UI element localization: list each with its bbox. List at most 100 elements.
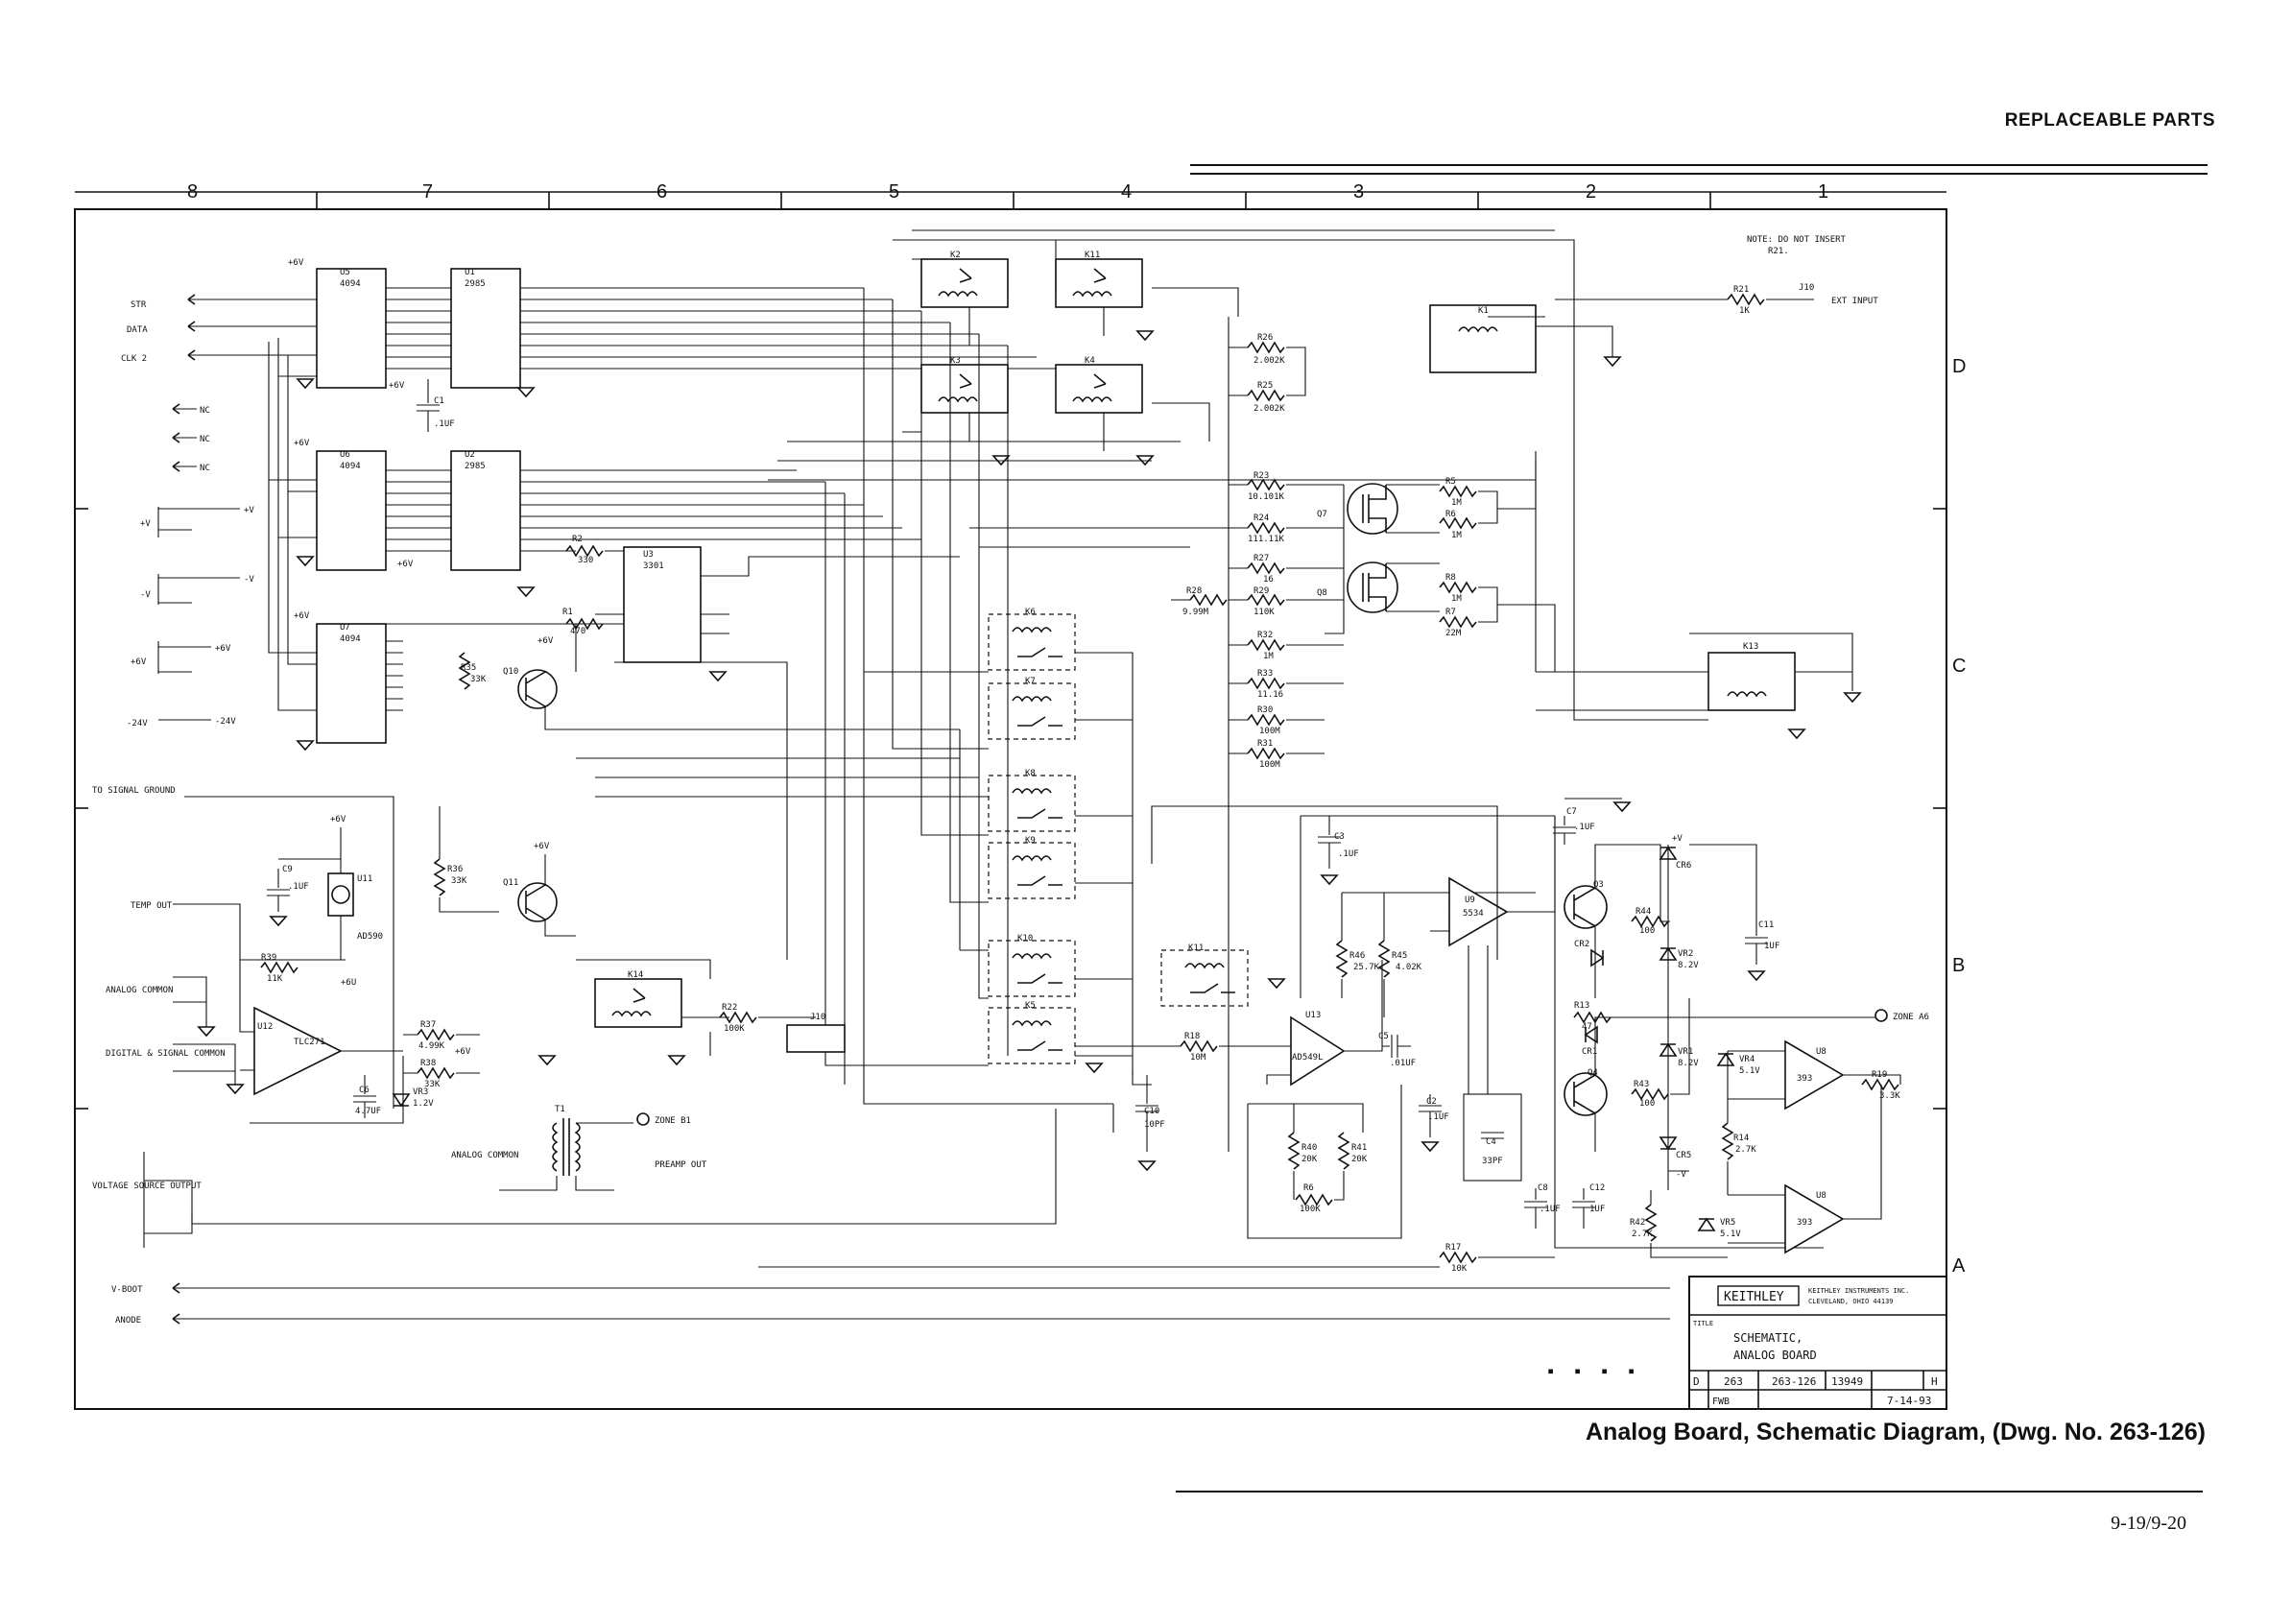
temp-out-label: TEMP OUT [131,901,173,911]
u7-shift-register: U7 4094 +6V [268,480,403,751]
vboot-label: V-BOOT [111,1285,143,1295]
c11-label: C11 [1758,920,1774,930]
u7-type: 4094 [340,634,361,644]
r46-label: R46 [1349,951,1365,961]
r5-label: R5 [1445,477,1456,487]
sig-ground-label: TO SIGNAL GROUND [92,786,176,796]
k2-label: K2 [950,251,961,260]
caption-rule [1176,1491,2203,1493]
p12-str-label: STR [131,300,147,310]
j10-connector: J10 [786,1013,846,1053]
u5-label: U5 [340,268,350,277]
r8-value: 1M [1451,594,1462,604]
svg-text:▪: ▪ [1628,1364,1635,1377]
u8-comparator-top: U8 393 [1728,1039,1901,1111]
c7-label: C7 [1566,807,1577,817]
preamp-out-label: PREAMP OUT [655,1160,707,1170]
p9-nc-3: NC [200,464,210,473]
p9-connectors-top: NC NC NC +V +V -V -V +6V +6V -24V -24V [127,403,254,728]
r32-value: 1M [1263,652,1274,661]
r18-label: R18 [1184,1032,1200,1041]
title-model: 263 [1724,1375,1743,1388]
u11-supply: +6V [330,815,346,824]
r43-value: 100 [1639,1099,1655,1109]
r6-value: 1M [1451,531,1462,540]
u8a-type: 393 [1797,1074,1812,1084]
title-block: KEITHLEY KEITHLEY INSTRUMENTS INC. CLEVE… [1688,1276,1947,1410]
p9-connectors-bottom: TO SIGNAL GROUND TEMP OUT ANALOG COMMON … [92,786,1670,1325]
c5-label: C5 [1378,1032,1389,1041]
r6b-label: R6 [1303,1183,1314,1193]
r44-value: 100 [1639,926,1655,936]
p9-minus-v-out: -V [244,575,254,585]
r18-res: R18 10M [1133,1032,1277,1063]
q10-label: Q10 [503,667,518,677]
u9-opamp: U9 5534 [1430,816,1556,1094]
r24-label: R24 [1253,513,1269,523]
u3-optoisolator: U3 3301 R2 330 R1 470 [520,535,960,681]
q11-supply: +6V [534,842,550,851]
u7-label: U7 [340,623,350,633]
r2-label: R2 [572,535,583,544]
p9-nc-1: NC [200,406,210,416]
r6b-value: 100K [1300,1205,1321,1214]
r26-value: 2.002K [1253,356,1285,366]
r18-value: 10M [1190,1053,1206,1063]
t1-label: T1 [555,1105,565,1114]
zone-row-4: A [1952,1255,1966,1277]
k1-label: K1 [1478,306,1489,316]
r42-label: R42 [1630,1218,1645,1228]
r36-value: 33K [451,876,467,886]
r30-label: R30 [1257,705,1273,715]
r45-label: R45 [1392,951,1407,961]
relays-top: K2 K11 K3 K4 K1 [893,229,1621,466]
header-rule-top [1190,164,2208,166]
c4-value: 33PF [1482,1157,1503,1166]
r30-value: 100M [1259,727,1280,736]
k14-label: K14 [628,970,643,980]
r23-label: R23 [1253,471,1269,481]
u12-type: TLC271 [294,1038,325,1047]
title-line-2: ANALOG BOARD [1733,1349,1817,1362]
u8b-label: U8 [1816,1191,1826,1201]
c10-value: 10PF [1144,1120,1165,1130]
j11-analog-label: ANALOG COMMON [451,1151,518,1160]
r6-label: R6 [1445,510,1456,519]
r41-label: R41 [1351,1143,1367,1153]
zone-a6-output: ZONE A6 [1612,1009,1929,1022]
r39-label: R39 [261,953,276,963]
zone-col-2: 7 [422,181,433,203]
relays-middle: K6 K7 K8 K9 K10 K5 K11 [824,288,1285,1105]
header-rule-bottom [1190,173,2208,175]
q7-label: Q7 [1317,510,1327,519]
r21-ext-input: R21 1K J10 EXT INPUT [1555,283,1878,316]
k11-label: K11 [1188,943,1204,953]
vr4-label: VR4 [1739,1055,1755,1064]
k10-label: K10 [1017,934,1033,943]
u1-driver: U1 2985 +6V [386,268,1056,397]
note-line-2: R21. [1768,247,1789,256]
cr2-label: CR2 [1574,940,1589,949]
r38-value: 33K [424,1080,441,1089]
r35-value: 33K [470,675,487,684]
u9-type: 5534 [1463,909,1484,919]
r17-feedback: R17 10K [758,1243,1555,1274]
ext-input-label: EXT INPUT [1831,297,1878,306]
u12-opamp: U12 TLC271 +6U [239,960,404,1124]
comparator-network: R19 3.3K R14 2.7K R42 2.7K VR4 5.1V VR5 … [1630,1051,1900,1258]
digital-common-label: DIGITAL & SIGNAL COMMON [106,1049,226,1059]
title-line-1: SCHEMATIC, [1733,1331,1803,1345]
zone-row-3: B [1952,955,1965,976]
r43-label: R43 [1634,1080,1649,1089]
c4-label: C4 [1486,1137,1496,1147]
r37-value: 4.99K [418,1041,445,1051]
k8-label: K8 [1025,769,1036,778]
revision-marks: ▪ ▪ ▪ ▪ [1547,1364,1635,1377]
note-line-1: NOTE: DO NOT INSERT [1747,235,1847,245]
cr1-label: CR1 [1582,1047,1597,1057]
c8-label: C8 [1538,1183,1548,1193]
r2-value: 330 [578,556,593,565]
r39-r36: R39 11K R36 33K [260,806,499,984]
q4-transistor: Q4 [1564,1068,1608,1116]
p9-plus6v-out: +6V [215,644,231,654]
